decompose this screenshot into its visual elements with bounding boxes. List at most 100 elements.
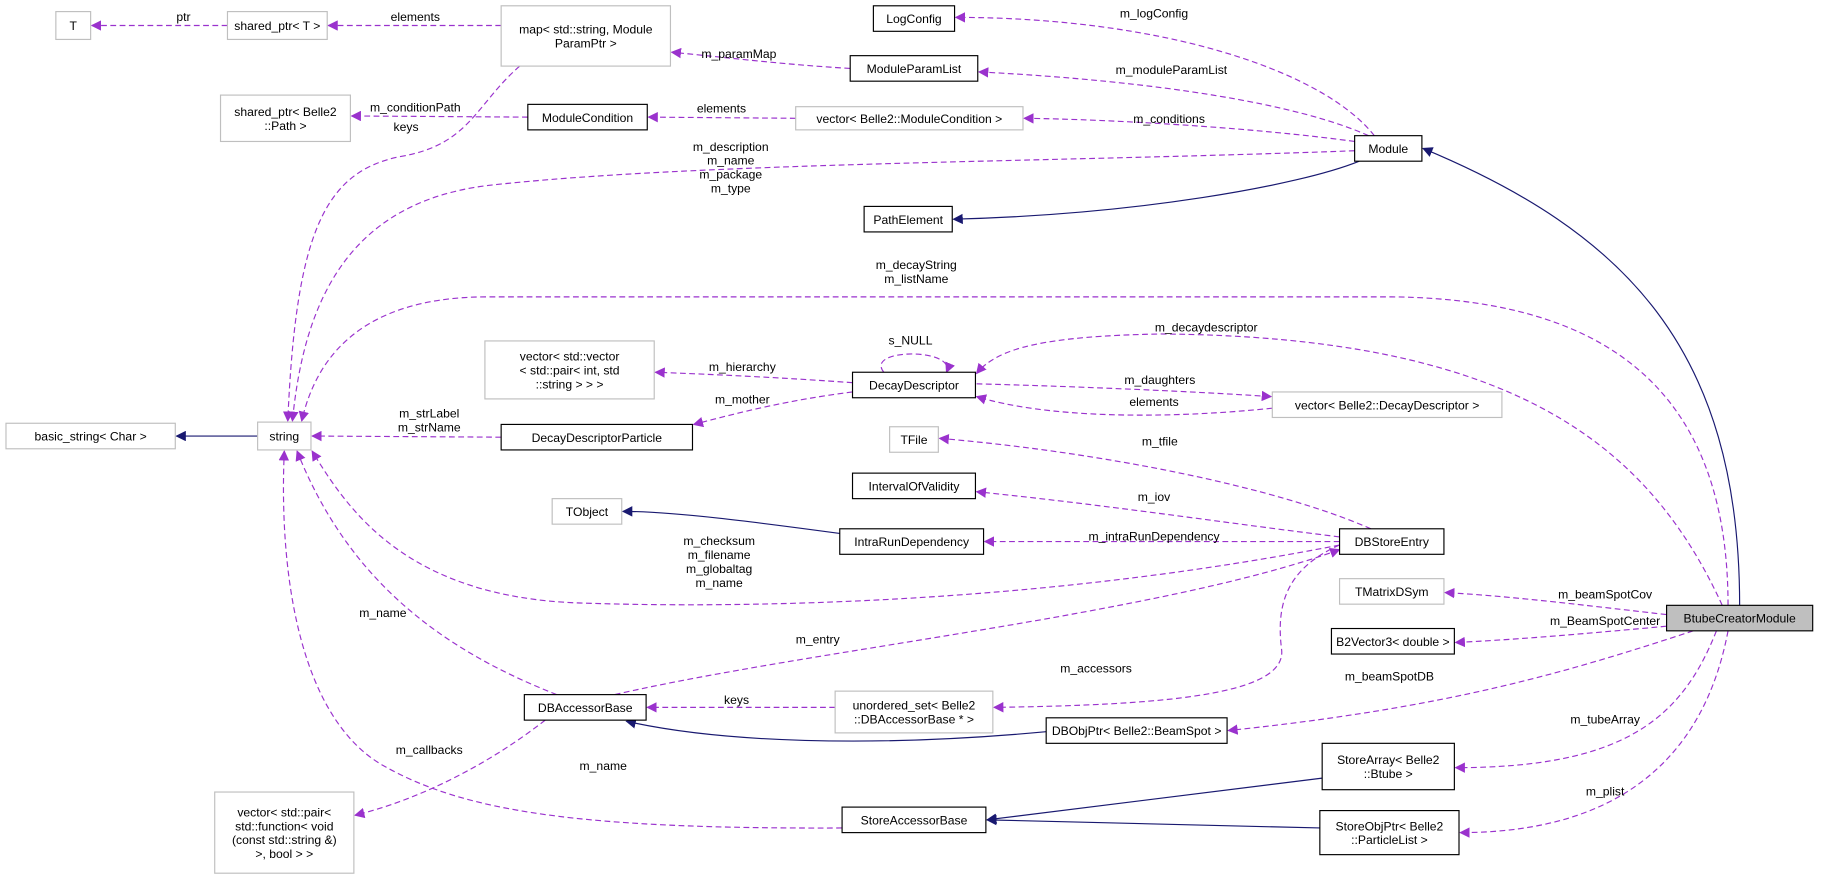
usage-edge xyxy=(1227,630,1694,735)
class-name: Module xyxy=(1368,142,1408,156)
usage-edge xyxy=(977,67,1369,137)
class-name: string xyxy=(269,430,299,444)
class-node-vec-modcond[interactable]: vector< Belle2::ModuleCondition > xyxy=(795,106,1024,131)
class-name: vector< Belle2::DecayDescriptor > xyxy=(1295,398,1479,412)
class-name: unordered_set< Belle2::DBAccessorBase * … xyxy=(853,699,976,727)
class-name: DBStoreEntry xyxy=(1355,535,1430,549)
usage-edge xyxy=(354,719,546,819)
usage-edge xyxy=(647,111,796,123)
usage-edge xyxy=(311,450,1340,606)
class-node-vec-callbacks[interactable]: vector< std::pair<std::function< void(co… xyxy=(214,791,355,874)
class-node-storeobjptr[interactable]: StoreObjPtr< Belle2::ParticleList > xyxy=(1319,810,1460,856)
edge-label: m_beamSpotCov xyxy=(1558,587,1653,601)
class-name: TObject xyxy=(566,505,609,519)
class-name: ModuleCondition xyxy=(542,111,633,125)
usage-edge xyxy=(880,353,955,374)
class-node-tfile[interactable]: TFile xyxy=(889,426,939,453)
class-node-intrarundependency[interactable]: IntraRunDependency xyxy=(839,528,985,555)
edge-label: ptr xyxy=(176,10,190,24)
inheritance-edge xyxy=(1422,147,1741,606)
class-node-tmatrixdsym[interactable]: TMatrixDSym xyxy=(1338,578,1445,605)
inheritance-edge xyxy=(621,506,840,535)
class-node-tobject[interactable]: TObject xyxy=(551,498,623,525)
class-node-shared-ptr-path[interactable]: shared_ptr< Belle2::Path > xyxy=(219,94,351,143)
usage-edge xyxy=(670,47,851,69)
class-node-moduleparamlist[interactable]: ModuleParamList xyxy=(849,55,979,82)
usage-edge xyxy=(1454,625,1667,648)
class-node-decaydescriptorparticle[interactable]: DecayDescriptorParticle xyxy=(500,423,694,451)
class-node-b2vector3[interactable]: B2Vector3< double > xyxy=(1330,627,1455,655)
class-node-vec-dd[interactable]: vector< Belle2::DecayDescriptor > xyxy=(1271,391,1503,419)
usage-edge xyxy=(975,487,1340,538)
usage-edge xyxy=(614,547,1341,696)
edge-label: elements xyxy=(697,101,746,115)
class-node-dbobjptr[interactable]: DBObjPtr< Belle2::BeamSpot > xyxy=(1045,717,1228,744)
class-node-storearray[interactable]: StoreArray< Belle2::Btube > xyxy=(1321,742,1455,791)
class-node-btubecreatormodule[interactable]: BtubeCreatorModule xyxy=(1665,604,1814,632)
class-node-pathelement[interactable]: PathElement xyxy=(863,205,953,233)
usage-edge xyxy=(282,65,521,422)
class-name: DecayDescriptor xyxy=(869,379,959,393)
class-node-modulecondition[interactable]: ModuleCondition xyxy=(527,103,648,131)
class-node-storeaccessorbase[interactable]: StoreAccessorBase xyxy=(841,806,987,834)
class-node-dbaccessorbase[interactable]: DBAccessorBase xyxy=(523,694,647,721)
edge-label: m_tubeArray xyxy=(1570,713,1641,727)
class-name: PathElement xyxy=(873,213,943,227)
edge-label: m_entry xyxy=(796,633,841,647)
class-node-module[interactable]: Module xyxy=(1354,135,1423,162)
class-name: LogConfig xyxy=(886,12,941,26)
usage-edge xyxy=(350,110,528,122)
usage-edge xyxy=(298,296,1729,606)
usage-edge xyxy=(975,333,1723,606)
class-node-unordered-set[interactable]: unordered_set< Belle2::DBAccessorBase * … xyxy=(834,690,994,734)
inheritance-edge xyxy=(625,718,1047,742)
edge-label: m_logConfig xyxy=(1120,6,1188,20)
usage-edge xyxy=(1023,113,1355,143)
class-name: vector< Belle2::ModuleCondition > xyxy=(816,112,1002,126)
class-name: basic_string< Char > xyxy=(35,430,147,444)
edge-label: m_callbacks xyxy=(396,743,463,757)
edge-label: keys xyxy=(394,120,419,134)
class-node-logconfig[interactable]: LogConfig xyxy=(872,5,956,32)
edge-label: m_name xyxy=(359,606,407,620)
edge-label: m_intraRunDependency xyxy=(1088,529,1220,543)
class-node-string[interactable]: string xyxy=(257,421,312,451)
inheritance-edge xyxy=(985,814,1320,829)
usage-edge xyxy=(1459,630,1729,838)
class-node-decaydescriptor[interactable]: DecayDescriptor xyxy=(851,371,977,399)
class-name: StoreArray< Belle2::Btube > xyxy=(1337,753,1440,781)
class-node-shared-ptr-t[interactable]: shared_ptr< T > xyxy=(226,11,328,41)
edge-label: m_daughters xyxy=(1124,373,1195,387)
class-node-t[interactable]: T xyxy=(55,11,92,41)
edge-label: m_beamSpotDB xyxy=(1345,670,1434,684)
edge-label: m_tfile xyxy=(1142,434,1178,448)
class-name: DBObjPtr< Belle2::BeamSpot > xyxy=(1052,724,1222,738)
inheritance-edge xyxy=(985,777,1323,824)
class-node-dbstoreentry[interactable]: DBStoreEntry xyxy=(1338,528,1445,555)
usage-edge xyxy=(1454,630,1717,773)
class-name: vector< std::vector< std::pair< int, std… xyxy=(520,350,620,392)
usage-edge xyxy=(692,391,853,428)
class-name: DBAccessorBase xyxy=(538,701,633,715)
class-node-basic-string[interactable]: basic_string< Char > xyxy=(5,422,176,450)
edge-label: m_paramMap xyxy=(701,47,776,61)
class-name: ModuleParamList xyxy=(867,62,962,76)
edge-label: keys xyxy=(724,693,749,707)
class-node-intervalofvalidity[interactable]: IntervalOfValidity xyxy=(851,472,977,500)
inheritance-edge xyxy=(952,160,1360,225)
class-node-vec-hier[interactable]: vector< std::vector< std::pair< int, std… xyxy=(484,340,655,400)
usage-edge xyxy=(295,450,558,696)
class-name: shared_ptr< Belle2::Path > xyxy=(234,105,337,133)
usage-edge xyxy=(278,450,843,829)
edge-label: m_mother xyxy=(715,393,770,407)
class-name: StoreAccessorBase xyxy=(861,813,968,827)
edge-label: m_name xyxy=(580,759,628,773)
usage-edge xyxy=(954,12,1375,137)
edge-label: m_iov xyxy=(1138,490,1171,504)
